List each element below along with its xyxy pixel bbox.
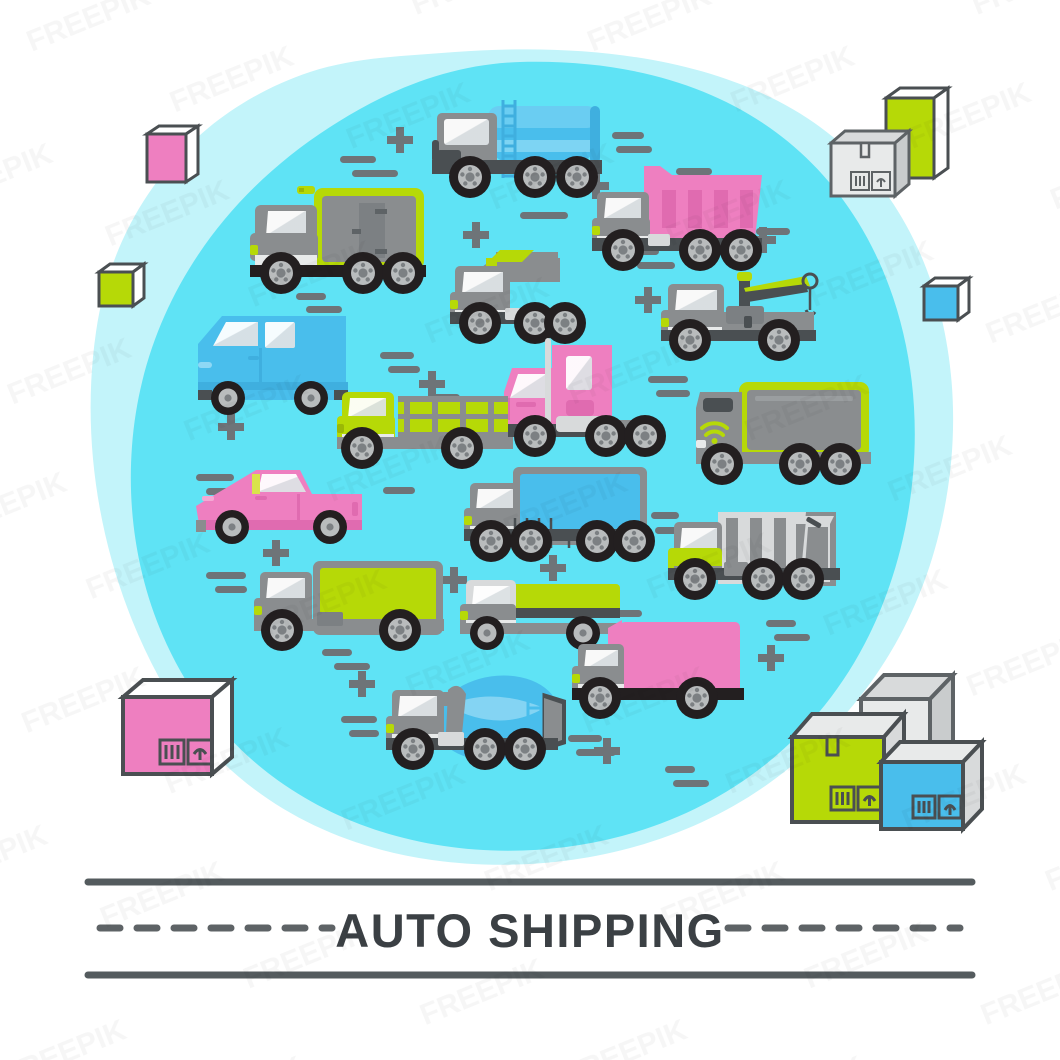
watermark-overlay	[0, 0, 1060, 1060]
auto-shipping-poster: FREEPIK FREEPIK	[0, 0, 1060, 1060]
illustration-canvas: FREEPIK FREEPIK	[0, 0, 1060, 1060]
